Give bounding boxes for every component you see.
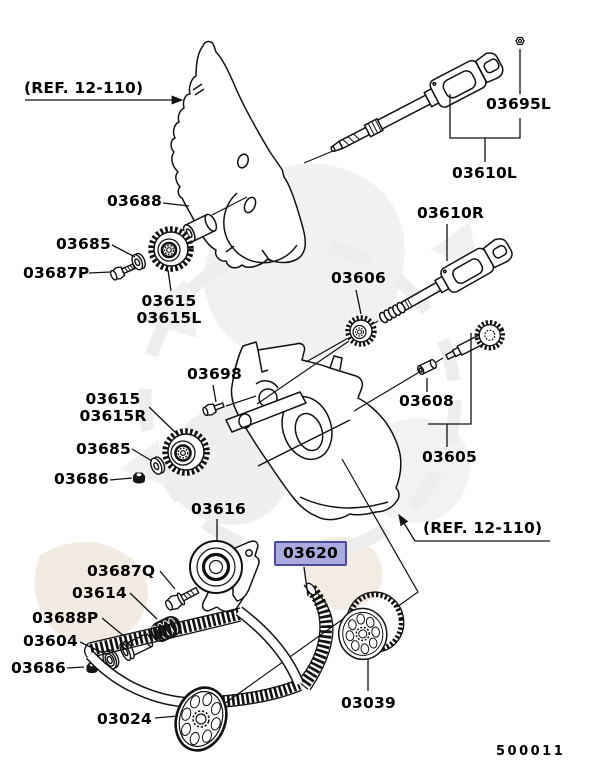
part-label-03039[interactable]: 03039 (341, 694, 396, 712)
part-label-03688[interactable]: 03688 (107, 192, 162, 210)
bolt-03687P-drawing (109, 263, 136, 281)
leader-lines (25, 49, 550, 719)
part-label-03614[interactable]: 03614 (72, 584, 127, 602)
part-label-03620-highlighted[interactable]: 03620 (274, 541, 347, 566)
part-label-03606[interactable]: 03606 (331, 269, 386, 287)
part-label-03695l[interactable]: 03695L (486, 95, 552, 113)
gear-03606-drawing (345, 315, 377, 347)
part-label-03615-right-line1[interactable]: 03615 (85, 390, 141, 408)
tensioner-pulley-03616-drawing (189, 540, 260, 613)
part-label-03615r[interactable]: 03615R (79, 407, 147, 425)
part-label-03615-left-line1[interactable]: 03615 (141, 292, 197, 310)
balance-shaft-left-drawing (330, 52, 504, 153)
ref-label-right: (REF. 12-110) (423, 519, 543, 537)
part-label-03686-upper[interactable]: 03686 (54, 470, 109, 488)
part-label-03605[interactable]: 03605 (422, 448, 477, 466)
gear-shaft-03605-drawing (445, 319, 506, 360)
nut-03686-upper-drawing (133, 472, 145, 484)
bolt-03695L-drawing (515, 36, 525, 46)
balance-shaft-right-drawing (378, 238, 513, 324)
ref-label-top: (REF. 12-110) (24, 79, 144, 97)
part-label-03685-upper[interactable]: 03685 (56, 235, 111, 253)
part-label-03686-lower[interactable]: 03686 (11, 659, 66, 677)
part-label-03615-left[interactable]: 03615 03615L (134, 293, 204, 327)
part-label-03604[interactable]: 03604 (23, 632, 78, 650)
bolt-03698-drawing (202, 402, 225, 417)
sprocket-03615L-drawing (148, 226, 194, 272)
part-label-03615l[interactable]: 03615L (136, 309, 202, 327)
part-label-03685-lower[interactable]: 03685 (76, 440, 131, 458)
washer-03685-upper-drawing (131, 252, 146, 271)
sprocket-03039-drawing (337, 591, 405, 661)
engine-lower-case-drawing (225, 341, 402, 521)
part-label-03608[interactable]: 03608 (399, 392, 454, 410)
bolt-03687Q-drawing (165, 586, 200, 611)
part-label-03610l[interactable]: 03610L (452, 164, 518, 182)
bushing-03608-drawing (417, 358, 437, 376)
drawing-number: 500011 (496, 744, 566, 759)
part-label-03615-right[interactable]: 03615 03615R (76, 391, 150, 425)
part-label-03610r[interactable]: 03610R (417, 204, 485, 222)
part-label-03688p[interactable]: 03688P (32, 609, 99, 627)
part-label-03616[interactable]: 03616 (191, 500, 246, 518)
part-label-03687q[interactable]: 03687Q (87, 562, 156, 580)
part-label-03698[interactable]: 03698 (187, 365, 242, 383)
sprocket-03615R-drawing (162, 428, 210, 476)
part-label-03687p[interactable]: 03687P (23, 264, 90, 282)
sprocket-03024-drawing (174, 686, 228, 752)
engine-front-case-drawing (170, 40, 306, 269)
washer-03685-lower-drawing (149, 456, 166, 475)
part-label-03024[interactable]: 03024 (97, 710, 152, 728)
